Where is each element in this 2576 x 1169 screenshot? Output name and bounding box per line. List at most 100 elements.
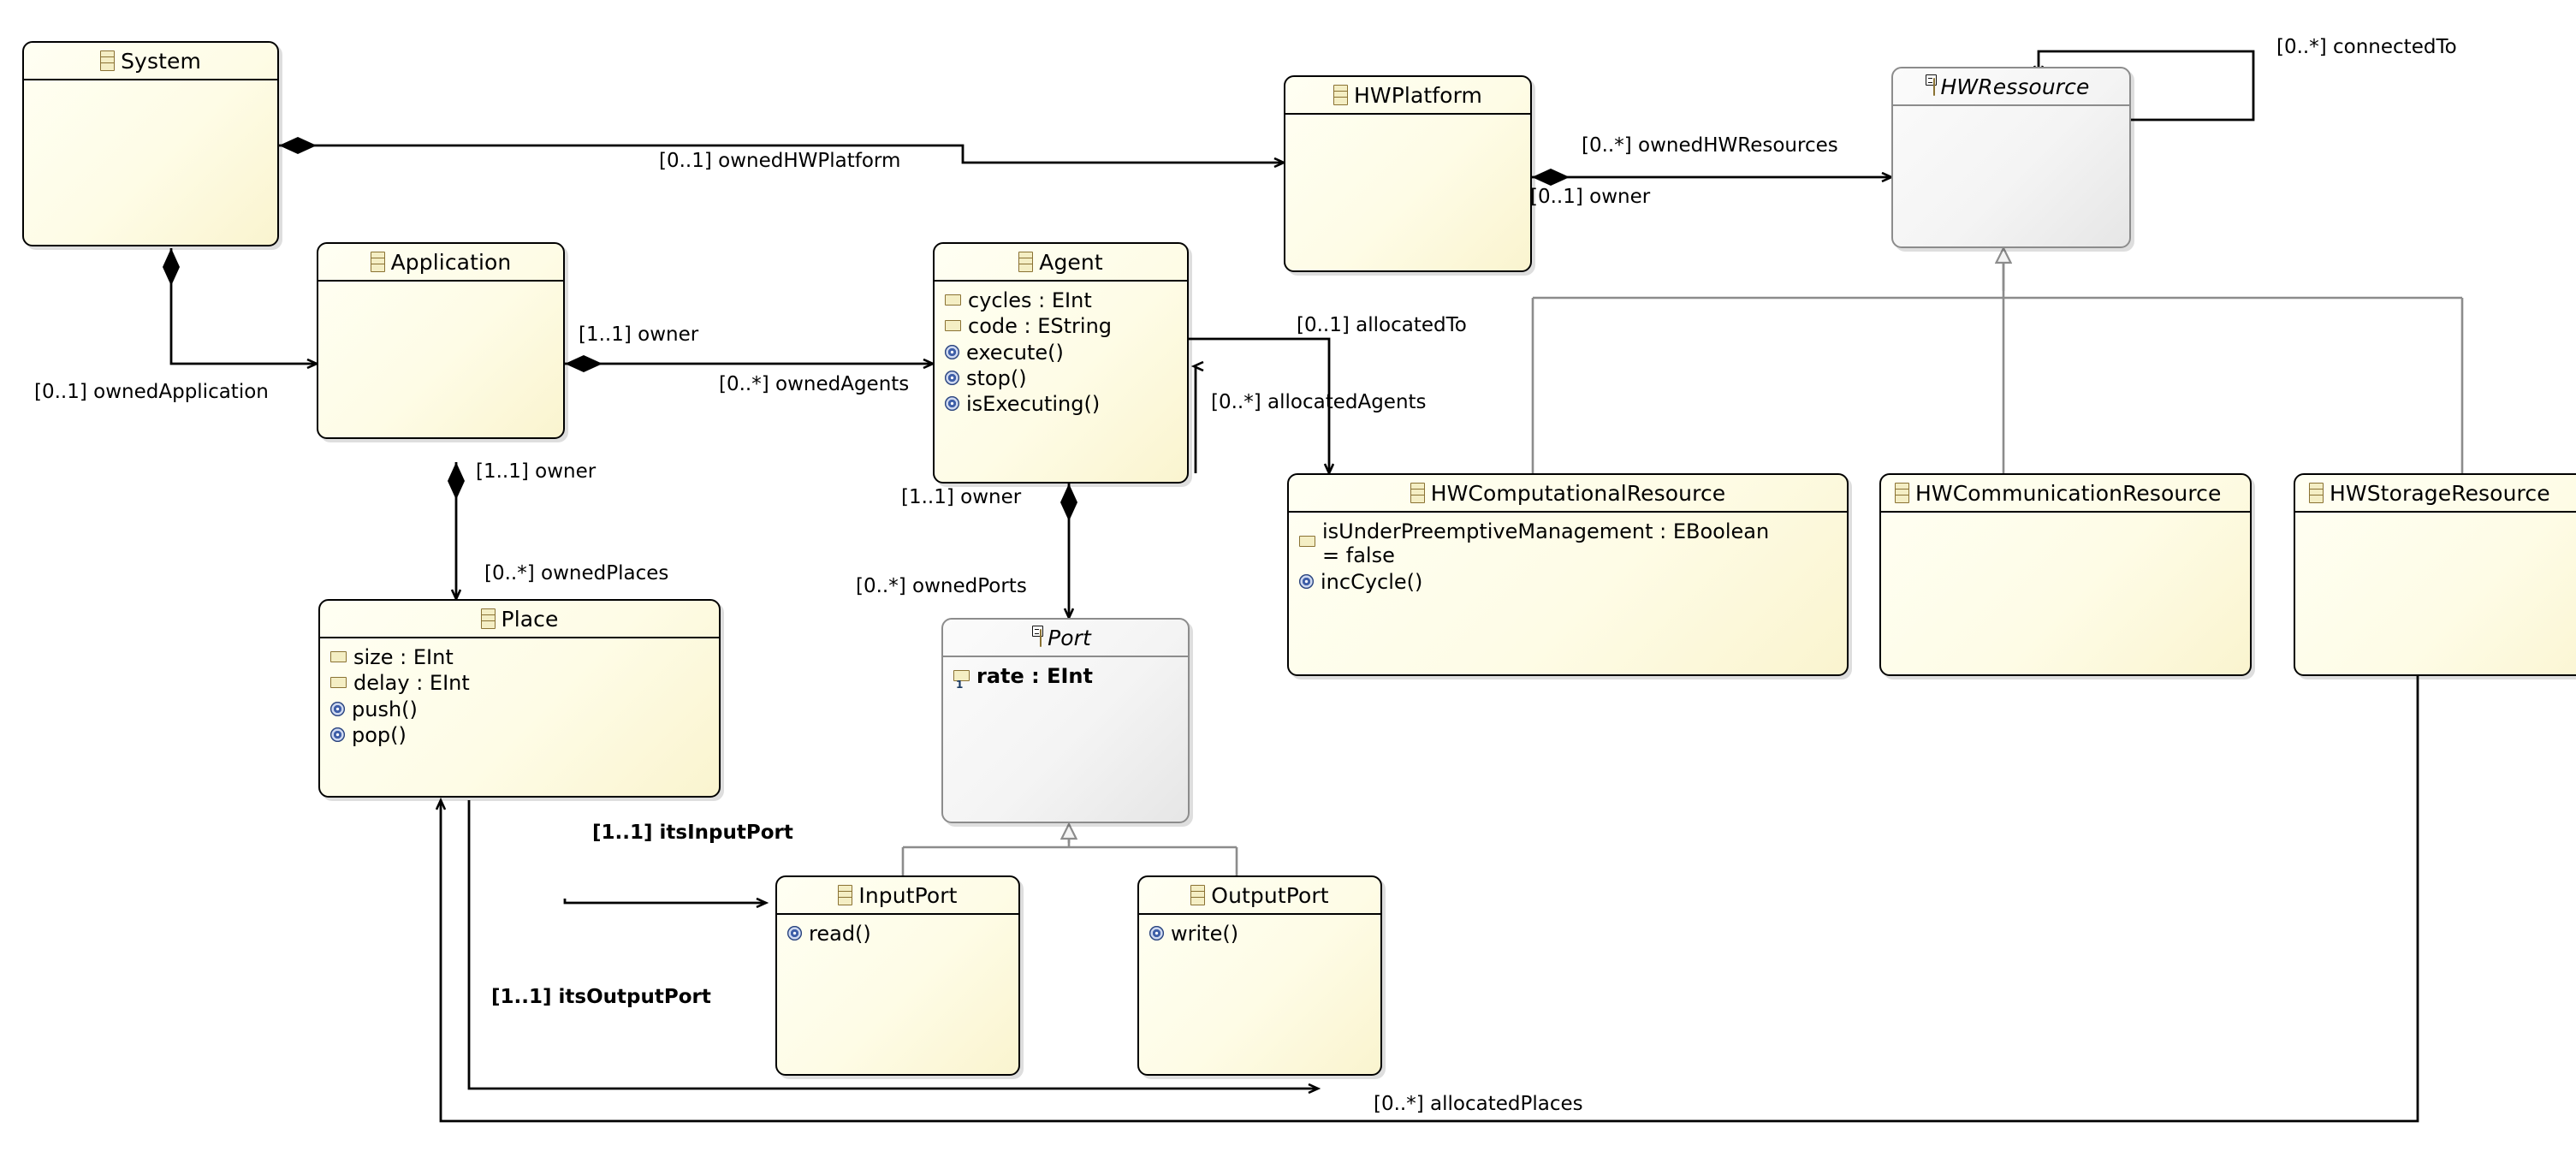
class-box-outputport[interactable]: OutputPort write() [1137,875,1382,1076]
class-header-hwstorageresource: HWStorageResource [2295,475,2576,513]
operation-icon [330,727,345,742]
class-body-hwcomputationalresource: isUnderPreemptiveManagement : EBoolean =… [1289,513,1847,595]
class-box-system[interactable]: System [22,41,279,246]
class-icon [1895,483,1909,503]
class-name: HWCommunicationResource [1915,480,2222,506]
class-icon [838,885,853,905]
edge-label-allocatedto-clip: [0..1] allocatedTo [1297,312,1529,341]
class-icon [2309,483,2324,503]
diamond-application-agent [565,355,602,372]
diamond-system-hwplatform [279,137,317,154]
class-box-hwstorageresource[interactable]: HWStorageResource [2294,473,2576,676]
class-body-place: size : EInt delay : EInt push() pop() [320,638,719,748]
attribute-icon [330,651,347,662]
class-body-hwressource [1893,106,2129,112]
attribute-row: cycles : EInt [935,288,1187,313]
class-header-hwplatform: HWPlatform [1285,77,1530,115]
class-body-port: rate : EInt [943,657,1188,691]
class-body-hwplatform [1285,115,1530,121]
class-body-system [24,80,277,86]
edge-label-allocatedplaces-clip: [0..*] allocatedPlaces [1374,1091,1635,1120]
class-icon [480,608,496,629]
class-body-outputport: write() [1139,915,1380,946]
class-icon [1040,628,1042,647]
edge-label-ownedports: [0..*] ownedPorts [856,575,1027,597]
edge-label-ownedhwplatform: [0..1] ownedHWPlatform [659,150,901,172]
edge-label-ownedports-clip: [0..*] ownedPorts [856,573,1070,602]
class-body-application [318,282,563,288]
operation-row: push() [320,697,719,722]
attribute-icon [330,677,347,689]
class-box-inputport[interactable]: InputPort read() [775,875,1020,1076]
class-box-hwplatform[interactable]: HWPlatform [1284,75,1532,272]
class-header-outputport: OutputPort [1139,877,1380,915]
class-icon [1190,885,1206,905]
class-body-inputport: read() [777,915,1018,946]
class-body-agent: cycles : EInt code : EString execute() s… [935,282,1187,418]
class-body-hwcommunicationresource [1881,513,2250,519]
edge-label-ownedapplication-clip: [0..1] ownedApplication [34,379,325,408]
attribute-row: delay : EInt [320,670,719,696]
edge-label-ownedagents-clip: [0..*] ownedAgents [719,371,967,401]
operation-row: execute() [935,340,1187,365]
operation-icon [945,344,959,359]
class-name: InputPort [858,882,958,908]
class-icon [1410,483,1425,503]
operation-row: read() [777,921,1018,946]
operation-icon [330,701,345,716]
diamond-system-application [163,248,180,286]
edge-label-owner-hwplatform: [0..1] owner [1530,186,1651,208]
class-icon [1333,85,1349,105]
class-name: HWRessource [1940,74,2090,99]
operation-icon [945,370,959,385]
class-name: Application [390,249,512,275]
class-box-hwressource[interactable]: HWRessource [1891,67,2131,248]
edge-label-allocatedto: [0..1] allocatedTo [1297,314,1467,336]
class-header-system: System [24,43,277,80]
class-box-place[interactable]: Place size : EInt delay : EInt push() po… [318,599,721,798]
operation-icon [1299,573,1314,589]
class-name: HWComputationalResource [1430,480,1726,506]
edge-label-allocatedagents-clip: [0..*] allocatedAgents [1211,389,1468,418]
edge-label-owner-application: [1..1] owner [579,323,699,346]
operation-row: isExecuting() [935,391,1187,417]
operation-row: incCycle() [1289,569,1847,595]
class-box-hwcommunicationresource[interactable]: HWCommunicationResource [1879,473,2252,676]
edge-label-owner-port: [1..1] owner [901,486,1022,508]
edge-label-ownedhwresources: [0..*] ownedHWResources [1582,134,1838,157]
attribute-row: rate : EInt [943,663,1188,691]
class-name: Place [501,606,559,632]
class-name: HWPlatform [1354,82,1482,108]
class-icon [370,252,385,272]
class-header-application: Application [318,244,563,282]
attribute-icon [1299,536,1315,547]
class-icon [1018,252,1034,272]
edge-label-connectedto-clip: [0..*] connectedTo [2276,34,2576,63]
class-icon [100,50,116,71]
class-header-inputport: InputPort [777,877,1018,915]
class-box-agent[interactable]: Agent cycles : EInt code : EString execu… [933,242,1189,484]
attribute-icon [953,670,970,691]
diamond-agent-port [1060,484,1077,521]
edge-label-ownedagents: [0..*] ownedAgents [719,373,910,395]
edge-label-ownedhwplatform-clip: [0..1] ownedHWPlatform [659,148,950,177]
class-header-hwressource: HWRessource [1893,68,2129,106]
class-box-port[interactable]: Port rate : EInt [941,618,1190,823]
class-name: OutputPort [1211,882,1329,908]
diamond-hwplatform-hwressource [1532,169,1570,186]
operation-row: write() [1139,921,1380,946]
operation-row: pop() [320,722,719,748]
class-box-application[interactable]: Application [317,242,565,439]
edge-label-connectedto: [0..*] connectedTo [2276,36,2457,58]
class-box-hwcomputationalresource[interactable]: HWComputationalResource isUnderPreemptiv… [1287,473,1849,676]
edge-label-ownedplaces-clip: [0..*] ownedPlaces [484,561,715,590]
edge-label-ownedapplication: [0..1] ownedApplication [34,381,269,403]
edge-label-itsoutputport: [1..1] itsOutputPort [491,986,711,1008]
edge-label-allocatedagents: [0..*] allocatedAgents [1211,391,1427,413]
attribute-row: size : EInt [320,644,719,670]
attribute-row: isUnderPreemptiveManagement : EBoolean =… [1289,519,1847,569]
operation-icon [1149,926,1164,941]
diamond-application-place [448,462,465,500]
class-name: System [121,48,201,74]
